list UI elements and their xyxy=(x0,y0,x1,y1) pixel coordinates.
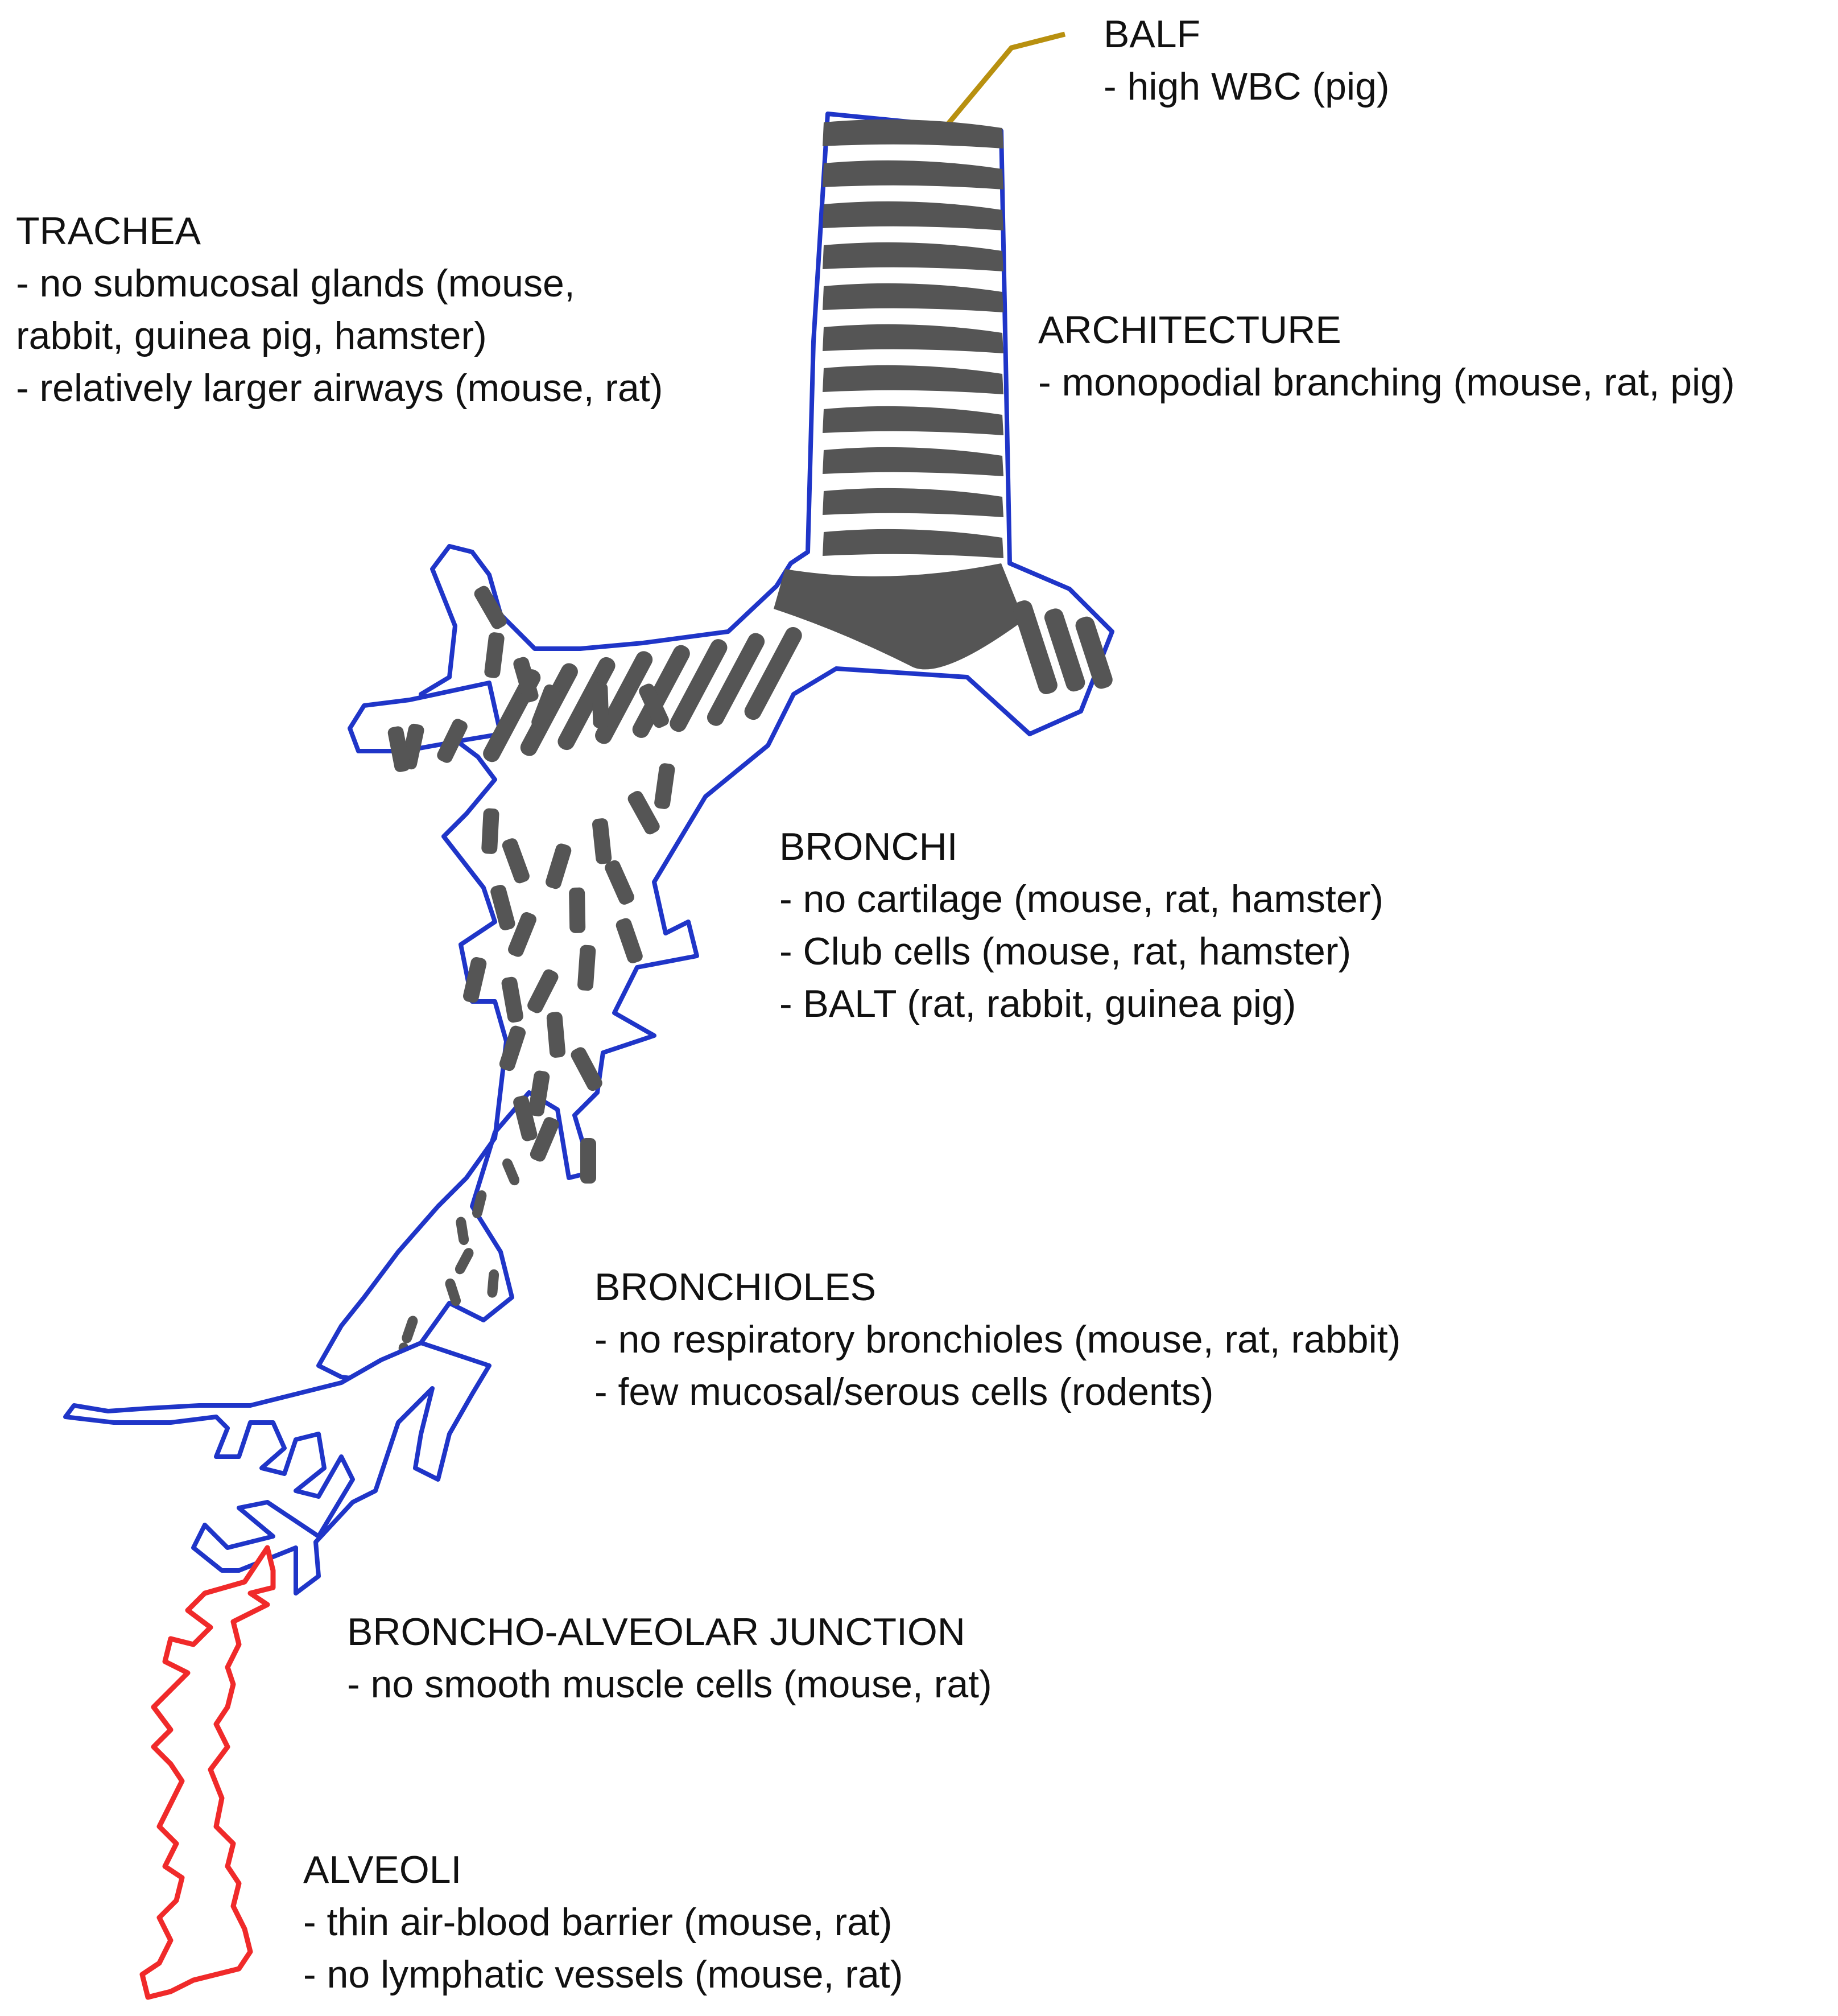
label-alveoli-line-1: - thin air-blood barrier (mouse, rat) xyxy=(303,1900,893,1944)
bronchiole-cartilage-fragment xyxy=(462,957,487,1003)
label-baj-line-1: - no smooth muscle cells (mouse, rat) xyxy=(347,1663,992,1706)
label-bronchi-line-1: - no cartilage (mouse, rat, hamster) xyxy=(779,877,1383,921)
bronchiole-cartilage-fragment xyxy=(530,1117,559,1162)
label-alveoli-line-2: - no lymphatic vessels (mouse, rat) xyxy=(303,1953,903,1996)
label-architecture-title: ARCHITECTURE xyxy=(1038,308,1341,352)
label-bronchioles: BRONCHIOLES - no respiratory bronchioles… xyxy=(594,1261,1401,1418)
bronchiole-cartilage-fragment xyxy=(513,1095,538,1141)
bronchiole-cartilage-fragment xyxy=(546,843,572,889)
alveolar-region-outline xyxy=(139,1545,276,2000)
bronchiole-cartilage-fragment xyxy=(580,1138,596,1184)
label-bronchioles-line-1: - no respiratory bronchioles (mouse, rat… xyxy=(594,1318,1401,1361)
bronchiole-cartilage-fragment xyxy=(481,808,499,854)
label-bronchi-line-2: - Club cells (mouse, rat, hamster) xyxy=(779,930,1352,973)
bronchiole-cartilage-fragment xyxy=(387,726,411,772)
bronchus-cartilage-plate xyxy=(707,633,765,726)
trachea-ring xyxy=(823,365,1003,394)
label-balf-line-1: - high WBC (pig) xyxy=(1104,65,1390,108)
bronchiole-cartilage-fragment xyxy=(455,1248,474,1275)
bronchiole-cartilage-fragment xyxy=(502,1158,520,1186)
bronchus-cartilage-plate xyxy=(557,657,616,751)
label-trachea-line-1: - no submucosal glands (mouse, xyxy=(16,262,575,305)
trachea-ring xyxy=(823,447,1003,476)
right-bronchus-cartilage-plate xyxy=(1075,616,1113,689)
trachea-cartilage-rings xyxy=(774,119,1113,694)
trachea-ring xyxy=(823,488,1003,517)
bronchiole-cartilage-fragment xyxy=(472,1190,487,1218)
balf-leader-line xyxy=(941,31,1066,131)
trachea-ring xyxy=(823,160,1003,189)
bronchiole-cartilage-fragment xyxy=(490,885,515,931)
trachea-ring xyxy=(823,406,1003,435)
bronchiole-cartilage-fragment xyxy=(639,683,669,728)
right-bronchus-cartilage-plate xyxy=(1044,608,1085,692)
label-baj-title: BRONCHO-ALVEOLAR JUNCTION xyxy=(347,1610,965,1654)
bronchus-cartilage-plate xyxy=(632,645,690,738)
bronchiole-cartilage-fragment xyxy=(527,969,559,1013)
label-trachea-line-3: - relatively larger airways (mouse, rat) xyxy=(16,366,663,410)
bronchiole-cartilage-fragment xyxy=(508,912,536,957)
label-trachea-line-2: rabbit, guinea pig, hamster) xyxy=(16,314,487,357)
label-balf-title: BALF xyxy=(1104,13,1201,56)
trachea-ring xyxy=(823,201,1003,230)
bronchiole-cartilage-fragment xyxy=(484,632,505,678)
bronchiole-cartilage-fragment xyxy=(569,887,586,933)
bronchiole-cartilage-fragment xyxy=(571,1047,602,1091)
bronchiole-cartilage-fragment xyxy=(456,1217,469,1246)
bronchiole-cartilage-fragment xyxy=(605,860,634,905)
bronchiole-cartilage-fragment xyxy=(616,918,643,963)
bronchiole-cartilage-fragment xyxy=(592,682,609,728)
bronchiole-cartilage-fragment xyxy=(437,719,468,763)
bronchiole-cartilage-fragment xyxy=(654,763,675,809)
bronchiole-cartilage-fragment xyxy=(402,1316,418,1343)
bronchus-cartilage-plate xyxy=(744,626,802,720)
label-alveoli-title: ALVEOLI xyxy=(303,1848,462,1891)
carina-cartilage xyxy=(774,563,1024,670)
label-balf: BALF - high WBC (pig) xyxy=(1104,8,1390,113)
bronchi-cartilage-plates xyxy=(387,586,802,1378)
bronchiole-cartilage-fragment xyxy=(531,684,560,729)
label-architecture-line-1: - monopodial branching (mouse, rat, pig) xyxy=(1038,361,1735,404)
bronchiole-cartilage-fragment xyxy=(502,838,530,884)
label-architecture: ARCHITECTURE - monopodial branching (mou… xyxy=(1038,304,1735,409)
bronchiole-cartilage-fragment xyxy=(528,1070,550,1116)
label-broncho-alveolar-junction: BRONCHO-ALVEOLAR JUNCTION - no smooth mu… xyxy=(347,1606,992,1710)
bronchiole-cartilage-fragment xyxy=(627,791,660,835)
right-bronchus-cartilage-plate xyxy=(1013,600,1058,694)
bronchiole-cartilage-fragment xyxy=(501,976,523,1023)
label-alveoli: ALVEOLI - thin air-blood barrier (mouse,… xyxy=(303,1844,903,2001)
trachea-ring xyxy=(823,119,1003,149)
bronchus-cartilage-plate xyxy=(670,639,728,732)
bronchiole-cartilage-fragment xyxy=(445,1278,461,1306)
label-bronchioles-title: BRONCHIOLES xyxy=(594,1265,876,1309)
trachea-ring xyxy=(823,242,1003,271)
trachea-ring xyxy=(823,324,1003,353)
label-bronchi: BRONCHI - no cartilage (mouse, rat, hams… xyxy=(779,821,1383,1030)
bronchiole-cartilage-fragment xyxy=(474,586,507,629)
trachea-ring xyxy=(823,529,1003,558)
bronchiole-cartilage-fragment xyxy=(577,945,596,991)
label-trachea: TRACHEA - no submucosal glands (mouse, r… xyxy=(16,205,663,414)
label-bronchi-line-3: - BALT (rat, rabbit, guinea pig) xyxy=(779,982,1296,1025)
label-trachea-title: TRACHEA xyxy=(16,209,201,253)
bronchiole-branches-outline xyxy=(63,1341,491,1596)
bronchiole-cartilage-fragment xyxy=(487,1269,499,1298)
trachea-ring xyxy=(823,283,1003,312)
bronchiole-cartilage-fragment xyxy=(499,1025,526,1071)
bronchus-cartilage-plate xyxy=(595,651,653,744)
bronchiole-cartilage-fragment xyxy=(592,818,612,864)
label-bronchioles-line-2: - few mucosal/serous cells (rodents) xyxy=(594,1370,1214,1413)
bronchiole-cartilage-fragment xyxy=(546,1012,566,1058)
bronchiole-cartilage-fragment xyxy=(513,657,539,703)
label-bronchi-title: BRONCHI xyxy=(779,825,958,868)
